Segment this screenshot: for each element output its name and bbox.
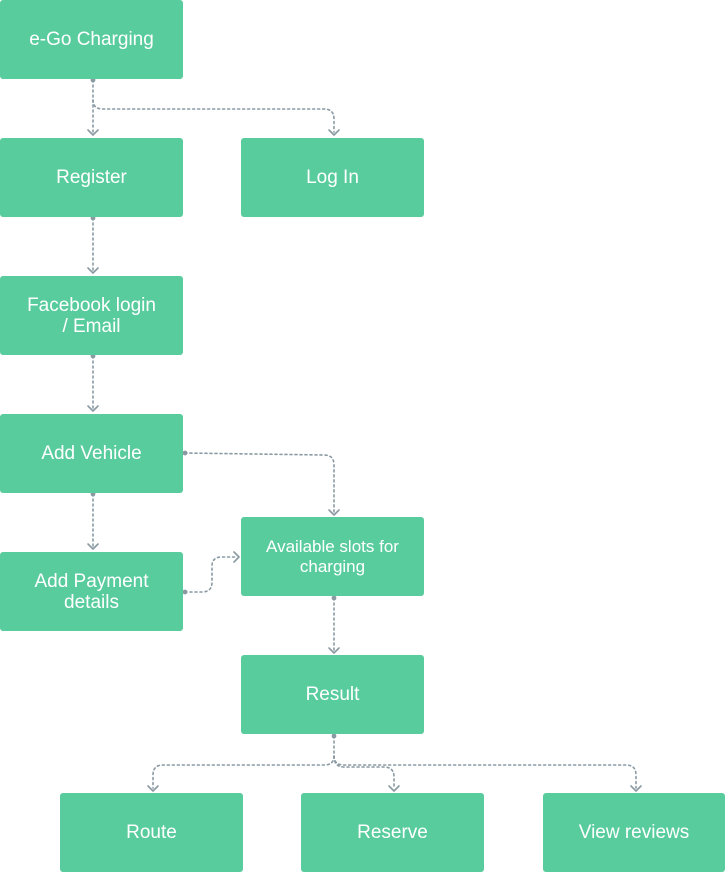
node-reserve[interactable]: Reserve (301, 793, 484, 872)
edge-start-dot (331, 595, 337, 601)
node-log-in[interactable]: Log In (241, 138, 424, 217)
arrowhead-slots-top (328, 509, 340, 516)
arrowhead-route (147, 785, 159, 792)
node-add-payment[interactable]: Add Payment details (0, 552, 183, 631)
edge-payment-to-slots (184, 556, 238, 593)
node-result[interactable]: Result (241, 655, 424, 734)
arrowhead-login (328, 129, 340, 136)
node-available-slots[interactable]: Available slots for charging (241, 517, 424, 596)
node-add-vehicle[interactable]: Add Vehicle (0, 414, 183, 493)
node-route[interactable]: Route (60, 793, 243, 872)
arrowhead-register (87, 129, 99, 136)
arrowhead-payment (87, 543, 99, 550)
node-register[interactable]: Register (0, 138, 183, 217)
node-facebook-email[interactable]: Facebook login / Email (0, 276, 183, 355)
arrowhead-result (328, 647, 340, 654)
edge-start-dot (331, 733, 337, 739)
edge-ego-to-login (92, 99, 335, 133)
node-view-reviews[interactable]: View reviews (543, 793, 725, 872)
edge-vehicle-to-slots (184, 452, 335, 513)
arrowhead-reserve (388, 785, 400, 792)
arrowhead-facebook (87, 267, 99, 274)
edge-result-to-route (152, 735, 335, 789)
edge-start-dot (182, 589, 188, 595)
edge-result-to-reviews (333, 755, 637, 789)
node-ego-charging[interactable]: e-Go Charging (0, 0, 183, 79)
edge-result-to-reserve (333, 755, 395, 789)
arrowhead-vehicle (87, 405, 99, 412)
arrowhead-reviews (630, 785, 642, 792)
edge-start-dot (182, 450, 188, 456)
arrowhead-slots-left (233, 551, 240, 563)
